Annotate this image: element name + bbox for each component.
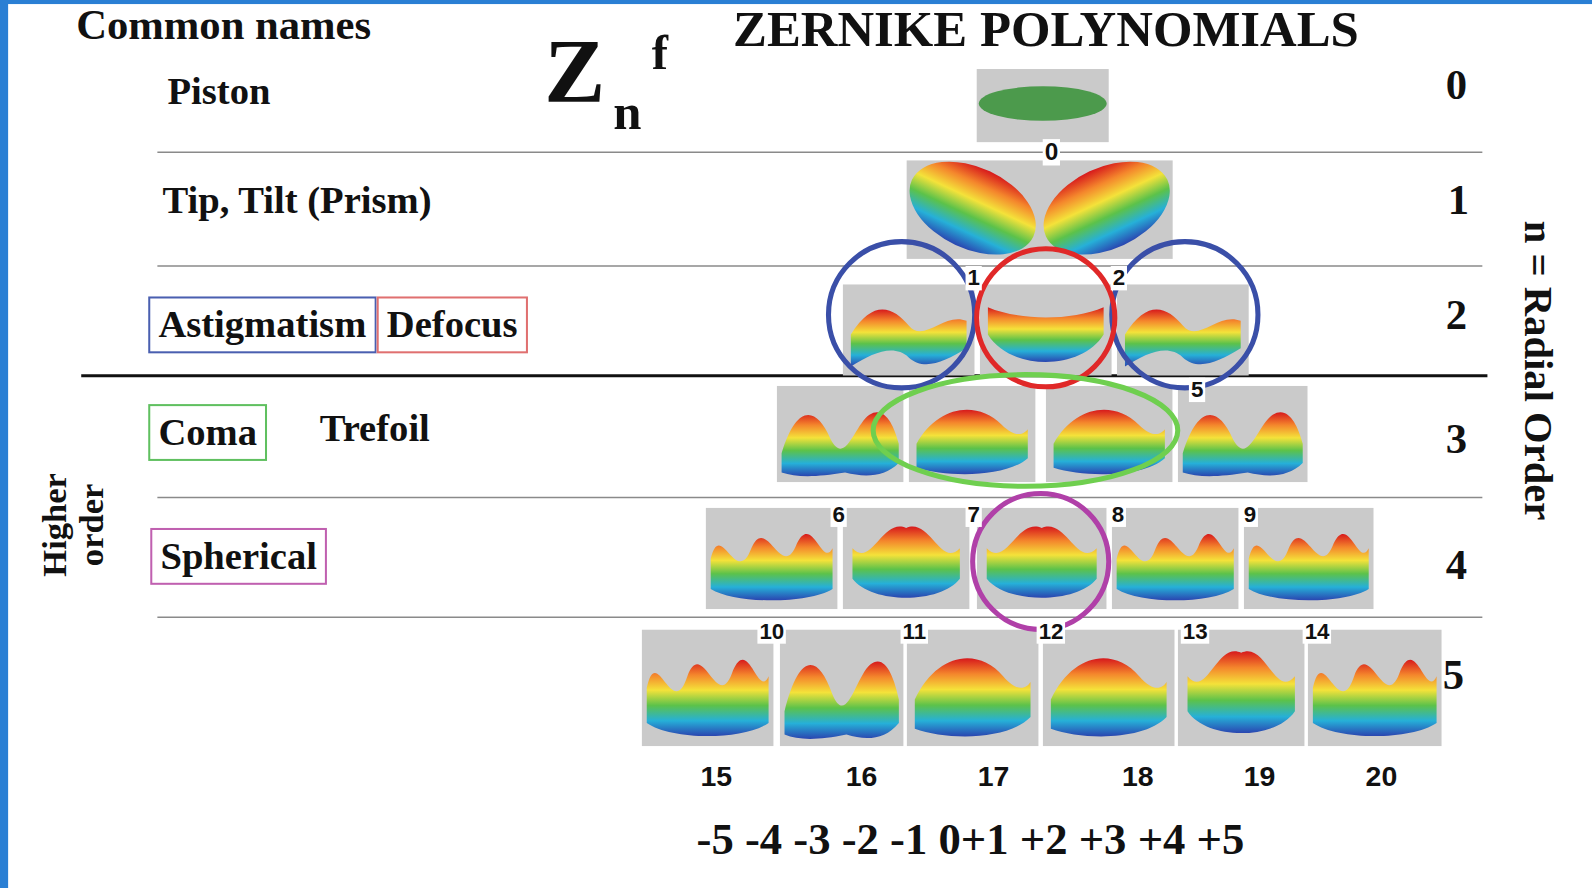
text-label: Trefoil	[320, 406, 430, 450]
frame-bar	[0, 0, 8, 888]
spherical-plot	[977, 508, 1107, 610]
zernike-plot	[1178, 629, 1305, 746]
row-rule	[157, 617, 1482, 619]
zernike-plot	[1308, 629, 1442, 746]
index-number: 18	[1122, 761, 1154, 792]
astigmatism-box: Astigmatism	[148, 296, 376, 352]
highlight-ring	[973, 493, 1109, 629]
defocus-plot	[980, 284, 1112, 375]
index-number: 12	[1037, 619, 1066, 644]
index-number: 7	[966, 503, 982, 528]
box-text: Spherical	[160, 532, 316, 580]
text-label: n	[613, 83, 641, 141]
zernike-plot	[907, 629, 1039, 746]
index-number: 16	[846, 761, 878, 792]
spherical-box: Spherical	[150, 528, 327, 584]
coma-box: Coma	[148, 404, 267, 460]
defocus-box: Defocus	[377, 296, 528, 353]
row-rule	[157, 152, 1482, 154]
zernike-plot	[1244, 508, 1374, 610]
text-label: 4	[1446, 540, 1467, 589]
index-number: 8	[1110, 503, 1126, 528]
box-text: Defocus	[387, 301, 518, 349]
index-number: 5	[1189, 378, 1205, 403]
plot-ground	[977, 69, 1109, 142]
text-label: 1	[1448, 176, 1469, 225]
zernike-plot	[780, 629, 904, 746]
order-divider	[81, 374, 1487, 377]
text-label: Common names	[76, 0, 371, 49]
index-number: 2	[1111, 266, 1127, 291]
zernike-plot	[642, 629, 774, 746]
text-label: 0	[1446, 61, 1467, 110]
index-number: 0	[1043, 139, 1061, 166]
text-label: Tip, Tilt (Prism)	[162, 179, 431, 223]
text-label: Piston	[168, 69, 271, 113]
diagram-title: ZERNIKE POLYNOMIALS	[733, 0, 1359, 58]
text-label: 3	[1446, 414, 1467, 463]
box-text: Astigmatism	[158, 301, 366, 349]
axis-label: n = Radial Order	[1515, 221, 1562, 521]
astigmatism-plot	[1117, 284, 1249, 375]
text-label: Z	[544, 18, 605, 123]
index-number: 17	[978, 761, 1010, 792]
text-label: 2	[1446, 290, 1467, 339]
zernike-plot	[1112, 508, 1239, 610]
index-number: 13	[1181, 619, 1210, 644]
index-number: 10	[757, 619, 786, 644]
piston-plot	[979, 86, 1107, 121]
zernike-plot	[843, 508, 970, 610]
index-number: 9	[1242, 503, 1258, 528]
index-number: 20	[1366, 761, 1398, 792]
text-label: f	[652, 24, 668, 80]
highlight-ring	[873, 375, 1178, 487]
index-number: 1	[966, 266, 982, 291]
row-rule	[157, 497, 1482, 499]
trefoil-plot	[777, 386, 904, 482]
highlight-ring	[828, 242, 974, 388]
index-number: 15	[701, 761, 733, 792]
box-text: Coma	[158, 408, 257, 456]
coma-plot	[909, 386, 1036, 482]
highlight-ring	[1112, 242, 1258, 388]
index-number: 19	[1244, 761, 1276, 792]
zernike-plot	[706, 508, 838, 610]
index-number: 6	[831, 503, 847, 528]
index-number: 14	[1303, 619, 1332, 644]
index-number: 11	[901, 619, 929, 644]
highlight-ring	[977, 249, 1115, 387]
row-rule	[157, 265, 1482, 267]
text-label: 5	[1443, 651, 1464, 700]
text-label: -5 -4 -3 -2 -1 0+1 +2 +3 +4 +5	[696, 814, 1244, 865]
axis-label: Higher order	[37, 459, 109, 591]
zernike-plot	[1043, 629, 1175, 746]
